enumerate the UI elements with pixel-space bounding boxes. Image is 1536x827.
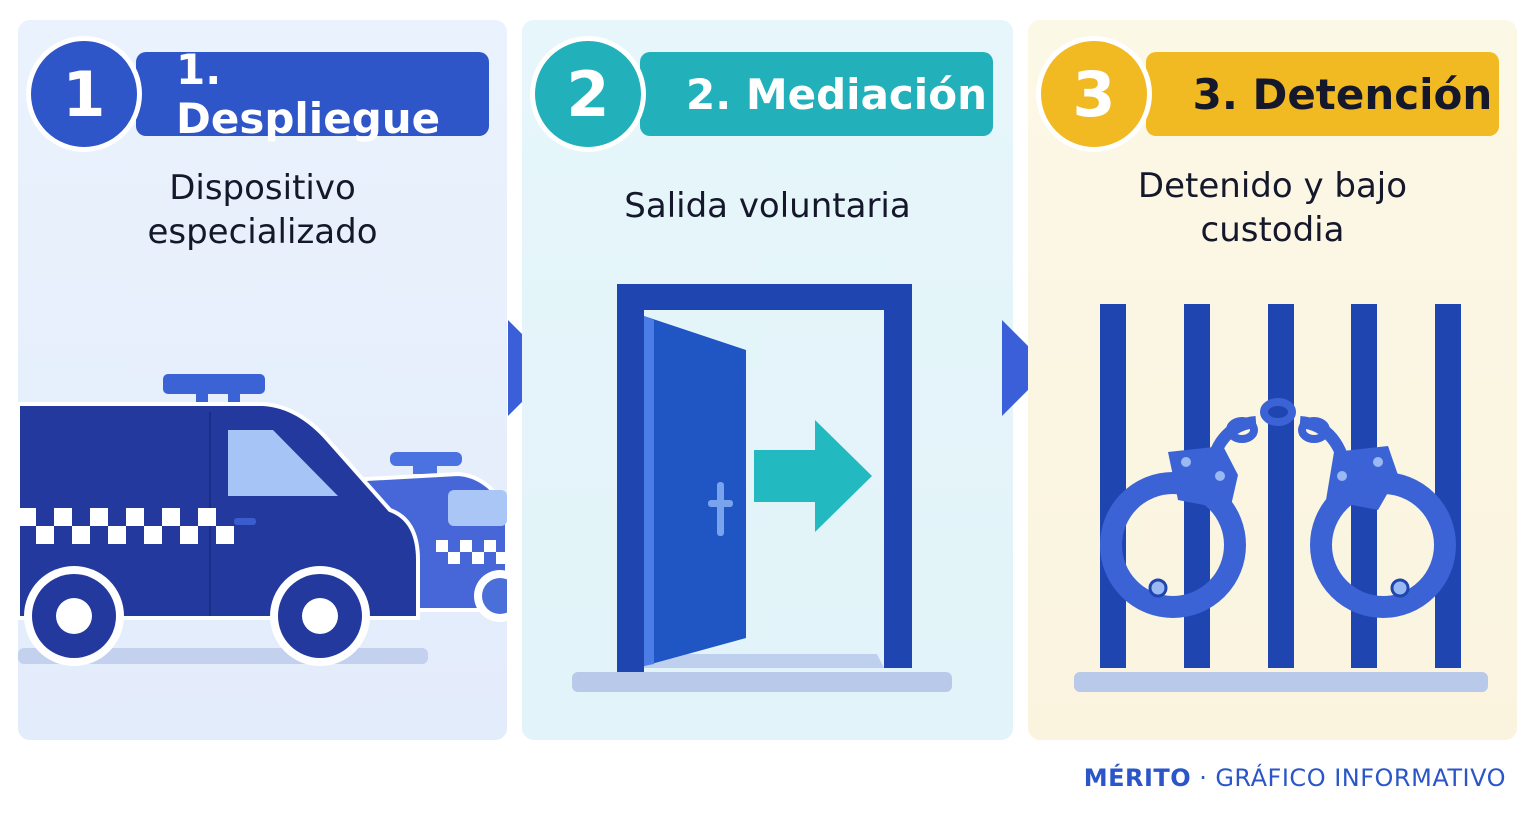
brand-name: MÉRITO: [1083, 764, 1192, 792]
step-1-caption-line2: especializado: [147, 212, 378, 252]
step-1-number-badge: 1: [26, 36, 142, 152]
step-2-caption-line1: Salida voluntaria: [624, 186, 911, 226]
footer-tagline: GRÁFICO INFORMATIVO: [1215, 764, 1506, 792]
handcuffs-icon: [1100, 398, 1456, 618]
step-1-title: 1. Despliegue: [176, 45, 441, 143]
footer-credit: MÉRITO · GRÁFICO INFORMATIVO: [1084, 764, 1506, 792]
step-1-title-pill: 1. Despliegue: [136, 45, 489, 143]
step-2-title-pill: 2. Mediación: [640, 52, 993, 136]
step-2-number-badge: 2: [530, 36, 646, 152]
step-1-caption-line1: Dispositivo: [169, 168, 356, 208]
chevron-right-icon: [1002, 320, 1050, 416]
step-3-caption: Detenido y bajo custodia: [1028, 164, 1517, 252]
step-1-caption: Dispositivo especializado: [18, 166, 507, 254]
step-3-number: 3: [1072, 57, 1116, 131]
jail-bars-icon: [1074, 304, 1488, 692]
step-3-caption-line2: custodia: [1200, 210, 1345, 250]
footer-separator: ·: [1199, 764, 1208, 792]
step-3-title: 3. Detención: [1192, 69, 1493, 119]
step-1-number: 1: [62, 57, 106, 131]
police-van-icon: [18, 374, 507, 666]
step-2-number: 2: [566, 57, 610, 131]
step-panel-mediation: 2. Mediación 2 Salida voluntaria: [522, 20, 1013, 740]
step-3-number-badge: 3: [1036, 36, 1152, 152]
step-3-title-pill: 3. Detención: [1146, 52, 1499, 136]
open-door-icon: [572, 284, 952, 692]
step-2-title: 2. Mediación: [686, 69, 987, 119]
step-panel-detention: 3. Detención 3 Detenido y bajo custodia: [1028, 20, 1517, 740]
step-3-caption-line1: Detenido y bajo: [1137, 166, 1408, 206]
step-2-caption: Salida voluntaria: [522, 184, 1013, 228]
step-panel-deployment: 1. Despliegue 1 Dispositivo especializad…: [18, 20, 507, 740]
exit-arrow-icon: [754, 420, 872, 532]
